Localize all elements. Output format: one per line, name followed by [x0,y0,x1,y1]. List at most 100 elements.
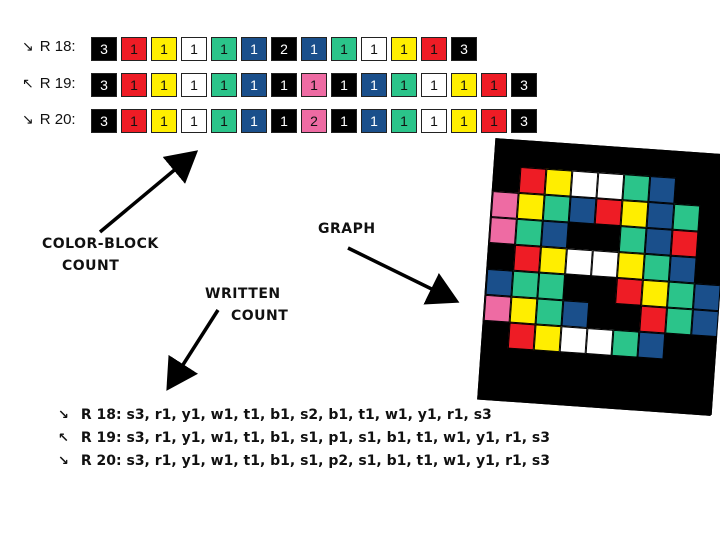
graph-cell [505,348,534,377]
row-label-text: R 18: [39,38,76,55]
graph-cell [637,331,666,360]
graph-cell [620,200,649,228]
color-block-cell: 1 [361,73,387,97]
color-block-cell: 1 [391,109,417,133]
graph-cell [544,168,573,197]
graph-cell [618,226,647,254]
color-block-cell: 1 [421,37,447,61]
color-block-cell: 1 [271,73,297,97]
color-block-cell: 1 [121,109,147,133]
graph-cell [692,283,720,312]
row-label-text: R 19: [39,75,76,92]
color-block-cell: 1 [451,109,477,133]
direction-arrow-icon: ↖ [22,75,34,91]
color-block-cell: 1 [211,73,237,97]
written-label-line1: WRITTEN [205,286,281,302]
color-block-cell: 3 [511,73,537,97]
color-block-cell: 1 [451,73,477,97]
color-block-cell: 1 [421,73,447,97]
written-count-label: WRITTEN COUNT [205,283,288,327]
arrow-to-graph [347,246,460,305]
graph-cell [478,372,506,401]
graph-cell [490,191,519,219]
color-block-cell: 1 [271,109,297,133]
graph-cell [611,329,640,358]
direction-arrow-icon: ↘ [22,38,34,54]
graph-cell [589,276,617,304]
color-block-cell: 1 [361,37,387,61]
graph-cell [613,303,642,332]
direction-arrow-icon: ↖ [58,431,69,446]
graph-cell [566,222,595,251]
color-block-cell: 1 [151,73,177,97]
color-block-cell: 1 [391,73,417,97]
color-block-cell: 3 [91,109,117,133]
graph-cell [702,153,720,182]
graph-cell [670,229,699,258]
graph-cell [540,220,569,249]
color-block-cell: 1 [181,73,207,97]
written-count-r20: ↘ R 20: s3, r1, y1, w1, t1, b1, s1, p2, … [58,453,550,469]
graph-cell [668,255,697,284]
graph-cell [533,324,562,353]
graph-cell [583,353,612,382]
graph-grid [477,138,720,416]
color-block-cell: 1 [301,73,327,97]
graph-cell [504,374,532,403]
color-block-cell: 1 [151,37,177,61]
color-block-cell: 1 [481,73,507,97]
graph-cell [557,352,586,380]
graph-cell [646,201,675,230]
color-block-cell: 1 [241,73,267,97]
graph-cell [513,244,541,273]
color-block-cell: 1 [211,109,237,133]
graph-cell [487,242,516,271]
arrow-to-written [166,309,220,391]
graph-cell [572,144,601,173]
graph-cell [642,253,671,282]
graph-cell [641,279,669,308]
graph-cell [696,231,720,260]
graph-cell [537,272,566,301]
graph-cell [594,198,623,227]
graph-cell [698,205,720,234]
graph-cell [635,357,664,386]
graph-label: GRAPH [318,221,376,237]
color-block-cell: 3 [91,73,117,97]
color-block-cell: 1 [241,37,267,61]
graph-cell [516,192,545,221]
graph-cell [509,296,538,325]
color-block-cell: 1 [241,109,267,133]
graph-cell [535,298,564,327]
graph-cell [639,305,668,334]
color-block-cell: 3 [451,37,477,61]
graph-cell [661,359,690,388]
graph-cell [674,177,703,206]
graph-cell [624,148,652,177]
color-block-cell: 1 [331,109,357,133]
color-block-label-line1: COLOR-BLOCK [42,236,159,252]
direction-arrow-icon: ↘ [58,454,69,469]
graph-cell [494,139,523,167]
graph-cell [568,196,597,225]
graph-cell [616,252,645,280]
written-count-text: R 20: s3, r1, y1, w1, t1, b1, s1, p2, s1… [80,453,551,469]
graph-cell [672,203,701,232]
color-block-cell: 2 [301,109,327,133]
color-block-cell: 1 [331,73,357,97]
written-label-line2: COUNT [231,308,289,324]
color-block-cell: 1 [121,37,147,61]
color-block-cell: 1 [361,109,387,133]
graph-cell [659,385,688,414]
color-block-label-line2: COUNT [62,258,120,274]
graph-cell [609,355,638,384]
color-block-cell: 1 [121,73,147,97]
row-label-text: R 20: [39,111,76,128]
graph-cell [607,381,636,410]
color-block-cell: 3 [91,37,117,61]
graph-chart [477,138,720,416]
graph-cell [515,218,543,247]
graph-cell [591,250,619,278]
color-block-cell: 1 [181,109,207,133]
